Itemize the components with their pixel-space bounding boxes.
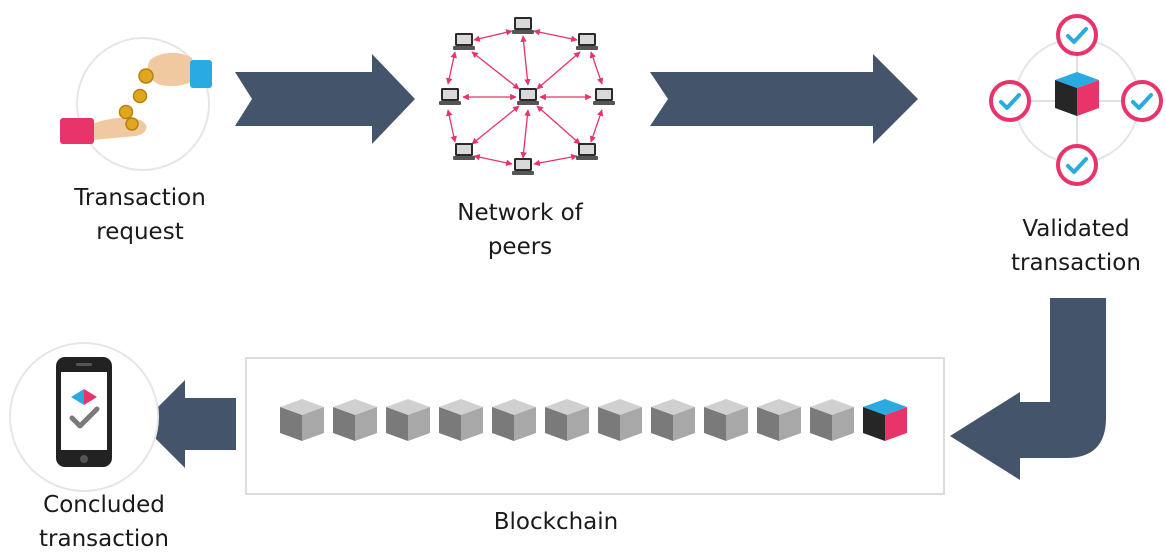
blockchain-cubes-icon [280, 399, 907, 441]
step-label-validated: Validated transaction [1011, 216, 1141, 276]
flow-arrow-2 [650, 54, 918, 144]
hand-coins-icon [60, 37, 212, 171]
smartphone-check-icon [9, 342, 159, 492]
step-label-blockchain: Blockchain [493, 509, 619, 535]
step-label-request: Transaction request [74, 185, 206, 245]
step-label-network: Network of peers [457, 200, 583, 260]
flow-arrow-1 [235, 54, 415, 144]
flow-arrow-4 [141, 380, 236, 468]
step-label-concluded: Concluded transaction [39, 492, 169, 552]
flow-arrow-3 [950, 298, 1106, 480]
peer-network-icon [439, 17, 615, 175]
validation-cube-icon [989, 14, 1163, 186]
